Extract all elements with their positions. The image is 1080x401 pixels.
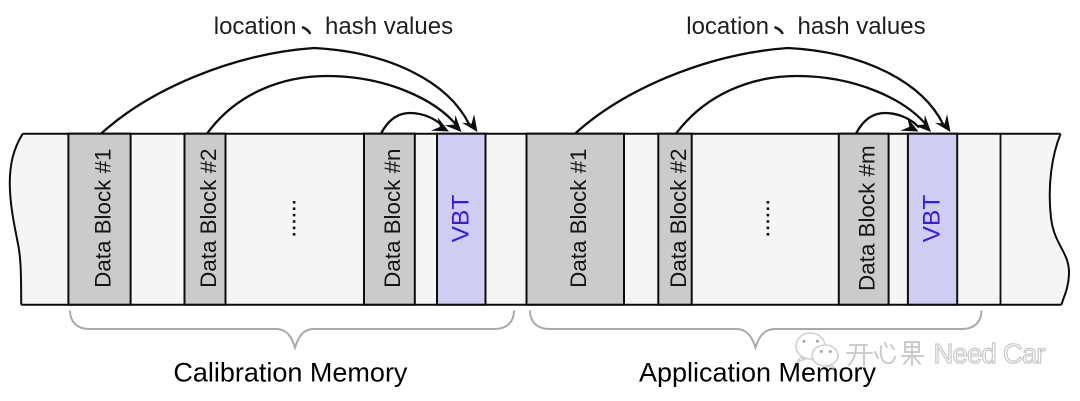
svg-text:VBT: VBT (447, 195, 474, 243)
svg-text:Data Block #n: Data Block #n (380, 148, 405, 287)
svg-text:Data Block #2: Data Block #2 (196, 148, 221, 287)
svg-text:Data Block #2: Data Block #2 (666, 148, 691, 287)
svg-text:Need Car: Need Car (934, 338, 1046, 369)
svg-text:Application Memory: Application Memory (639, 358, 877, 388)
svg-text:Calibration Memory: Calibration Memory (173, 358, 408, 388)
svg-text:location: location (686, 13, 769, 40)
svg-text:hash values: hash values (798, 13, 926, 40)
svg-text:VBT: VBT (919, 195, 946, 243)
svg-text:Data Block #1: Data Block #1 (566, 148, 591, 287)
svg-text:location: location (214, 13, 297, 40)
svg-text:hash values: hash values (325, 13, 453, 40)
svg-text:Data Block #1: Data Block #1 (90, 148, 115, 287)
svg-text:Data Block #m: Data Block #m (855, 145, 880, 291)
